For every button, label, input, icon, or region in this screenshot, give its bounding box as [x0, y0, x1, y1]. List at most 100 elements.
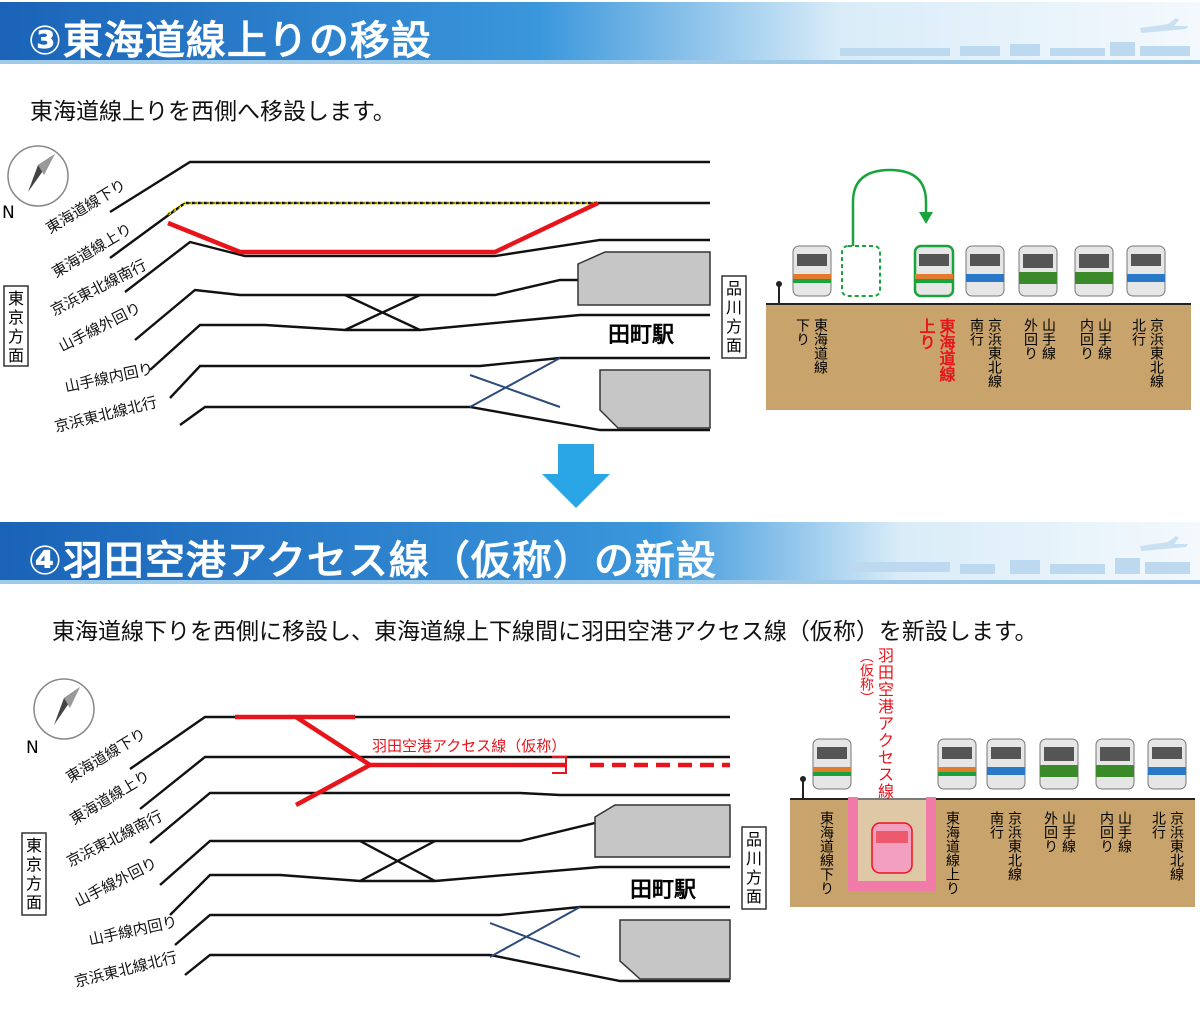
track-yamanote-inner [169, 356, 710, 399]
ghost-train [841, 245, 881, 297]
svg-text:東海道線: 東海道線 [937, 317, 956, 383]
old-route-dotted [167, 201, 598, 216]
direction-left: 東 京 方 面 [21, 832, 47, 916]
track-keihin-south [149, 791, 730, 844]
train-icon [1074, 245, 1114, 297]
label-yamanote-inner: 山手線内回り [63, 360, 155, 396]
airplane-icon [1140, 536, 1188, 551]
svg-text:品: 品 [746, 830, 762, 849]
svg-text:外回り: 外回り [1022, 318, 1038, 360]
platform-1 [594, 804, 731, 858]
svg-text:東: 東 [8, 289, 24, 308]
tunnel-wall [848, 797, 936, 891]
section3-subtitle: 東海道線上りを西側へ移設します。 [30, 99, 396, 125]
svg-text:内回り: 内回り [1098, 811, 1114, 853]
platform-2 [599, 369, 711, 429]
svg-text:ス: ス [878, 765, 894, 784]
track-keihin-north [184, 953, 730, 983]
svg-text:空: 空 [878, 680, 894, 699]
station-name: 田町駅 [608, 323, 674, 348]
access-junction [294, 715, 375, 807]
svg-text:方: 方 [8, 327, 24, 346]
svg-text:面: 面 [746, 887, 762, 906]
track-yamanote-inner [174, 905, 730, 946]
track-labels: 東海道線下り 東海道線上り 京浜東北線南行 山手線外回り 山手線内回り 京浜東北… [63, 725, 179, 991]
svg-text:東: 東 [26, 836, 42, 855]
city-silhouette-icon [840, 42, 1190, 56]
section4-banner: ④羽田空港アクセス線（仮称）の新設 [0, 522, 1200, 584]
section3-diagram: N 東 京 方 面 東海道線下り 東海道線上り 京浜東北線南行 山手線外回り 山… [2, 145, 1191, 436]
svg-text:山手線: 山手線 [1040, 318, 1056, 360]
platform-1 [577, 251, 711, 306]
svg-text:東海道線上り: 東海道線上り [944, 811, 960, 895]
compass-icon [33, 678, 95, 740]
section3-banner: ③東海道線上りの移設 [0, 2, 1200, 64]
train-icon [1018, 245, 1058, 297]
svg-text:（仮称）: （仮称） [858, 649, 874, 705]
compass-label: N [26, 738, 39, 758]
track-yamanote-outer [134, 278, 580, 341]
track-labels: 東海道線下り 東海道線上り 京浜東北線南行 山手線外回り 山手線内回り 京浜東北… [43, 176, 159, 436]
access-line-label: 羽田空港アクセス線（仮称） [372, 737, 566, 755]
train-icon [1126, 245, 1166, 297]
banner-background [0, 522, 1200, 584]
train-icon [1095, 738, 1135, 790]
compass-label: N [2, 203, 15, 223]
train-icon [1147, 738, 1187, 790]
svg-text:ア: ア [878, 714, 894, 733]
label-keihin-north: 京浜東北線北行 [53, 393, 159, 436]
svg-text:京浜東北線: 京浜東北線 [986, 318, 1002, 388]
train-icon [937, 738, 977, 790]
track-tokaido-down [109, 160, 710, 214]
svg-text:京: 京 [8, 308, 24, 327]
svg-text:東海道線: 東海道線 [812, 318, 828, 374]
banner-background [0, 2, 1200, 64]
train-icon [871, 822, 913, 874]
svg-text:品: 品 [726, 279, 742, 298]
svg-text:川: 川 [746, 849, 762, 868]
svg-text:外回り: 外回り [1042, 811, 1058, 853]
direction-right: 品 川 方 面 [721, 275, 747, 359]
svg-text:港: 港 [878, 697, 894, 716]
crossover-2 [489, 906, 581, 958]
svg-text:田: 田 [878, 663, 894, 682]
train-icon [812, 738, 852, 790]
svg-text:川: 川 [726, 298, 742, 317]
svg-text:東海道線下り: 東海道線下り [818, 811, 834, 895]
section3-title: ③東海道線上りの移設 [28, 18, 432, 64]
train-icon [1039, 738, 1079, 790]
svg-text:南行: 南行 [988, 811, 1004, 840]
svg-text:内回り: 内回り [1078, 318, 1094, 360]
ground [766, 304, 1191, 410]
section4-subtitle: 東海道線下りを西側に移設し、東海道線上下線間に羽田空港アクセス線（仮称）を新設し… [52, 619, 1038, 645]
svg-text:山手線: 山手線 [1116, 811, 1132, 853]
crossover-1 [344, 293, 421, 332]
svg-text:北行: 北行 [1130, 318, 1146, 347]
label-yamanote-inner: 山手線内回り [87, 913, 179, 949]
cross-section-labels: 東海道線 下り 東海道線 上り 京浜東北線 南行 山手線 外回り 山手線 内回り… [794, 317, 1164, 388]
direction-left: 東 京 方 面 [3, 285, 29, 367]
new-route-red [167, 200, 599, 255]
svg-text:方: 方 [746, 868, 762, 887]
svg-text:ク: ク [878, 731, 894, 750]
svg-text:京浜東北線: 京浜東北線 [1168, 811, 1184, 881]
compass-icon [7, 145, 69, 207]
direction-right: 品 川 方 面 [741, 826, 767, 910]
svg-text:線: 線 [878, 782, 894, 801]
train-icon [913, 244, 955, 298]
crossover-1 [359, 839, 436, 883]
new-access-line [235, 714, 730, 807]
svg-text:セ: セ [878, 748, 894, 767]
track-tokaido-down [129, 715, 730, 770]
train-icon [792, 245, 832, 297]
svg-text:南行: 南行 [968, 318, 984, 347]
train-icon [965, 245, 1005, 297]
svg-text:京: 京 [26, 855, 42, 874]
cross-section-3: 東海道線 下り 東海道線 上り 京浜東北線 南行 山手線 外回り 山手線 内回り… [766, 168, 1191, 410]
svg-text:方: 方 [26, 874, 42, 893]
svg-text:面: 面 [726, 336, 742, 355]
crossover-2 [469, 357, 561, 408]
city-silhouette-icon [850, 558, 1190, 574]
svg-text:北行: 北行 [1150, 811, 1166, 840]
platform-2 [619, 919, 731, 980]
